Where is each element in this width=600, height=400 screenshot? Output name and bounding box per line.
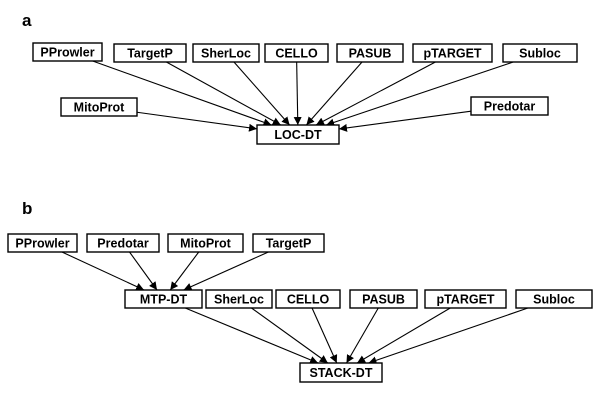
node-targetp-a: TargetP (113, 43, 187, 63)
node-locdt-a: LOC-DT (256, 124, 340, 145)
node-predotar-b: Predotar (86, 233, 160, 253)
node-subloc-b: Subloc (515, 289, 593, 309)
arrow-b_cello-to-b_stackdt (311, 307, 338, 364)
arrow-a_subloc-to-a_locdt (326, 61, 514, 127)
arrow-a_targetp-to-a_locdt (166, 61, 282, 126)
node-locdt-a-box (256, 124, 340, 145)
arrow-a_cello-to-a_locdt (293, 61, 302, 126)
node-targetp-b-box (252, 233, 325, 253)
node-sherloc-a-label: SherLoc (201, 47, 251, 61)
node-pprowler-b-label: PProwler (15, 237, 69, 251)
node-stackdt-b-label: STACK-DT (310, 366, 373, 380)
arrow-a_ptarget-to-a_locdt (315, 61, 436, 126)
panel-a: a PProwler TargetP SherLoc CELLO PASUB p… (22, 11, 578, 145)
arrow-b_targetp-to-b_mtpdt (183, 251, 269, 291)
node-predotar-a: Predotar (470, 96, 549, 116)
panel-a-edges (92, 60, 514, 132)
node-cello-a-box (264, 43, 329, 63)
node-mitoprot-b: MitoProt (167, 233, 244, 253)
node-mtpdt-b-label: MTP-DT (140, 293, 188, 307)
arrow-b_pprowler-to-b_mtpdt (61, 251, 145, 291)
node-ptarget-a-box (412, 43, 493, 63)
node-mitoprot-b-label: MitoProt (180, 237, 232, 251)
node-cello-b: CELLO (275, 289, 341, 309)
arrow-b_ptarget-to-b_stackdt (356, 307, 451, 364)
node-stackdt-b-box (299, 362, 383, 383)
node-predotar-b-box (86, 233, 160, 253)
node-ptarget-b-label: pTARGET (436, 293, 494, 307)
node-pasub-a-label: PASUB (349, 47, 392, 61)
node-sherloc-b-label: SherLoc (214, 293, 264, 307)
node-subloc-a: Subloc (502, 43, 578, 63)
node-targetp-a-label: TargetP (127, 47, 173, 61)
node-cello-a-label: CELLO (275, 47, 318, 61)
arrow-a_pasub-to-a_locdt (305, 61, 363, 126)
node-sherloc-a-box (192, 43, 260, 63)
node-stackdt-b: STACK-DT (299, 362, 383, 383)
node-targetp-a-box (113, 43, 187, 63)
node-pprowler-a: PProwler (32, 42, 103, 62)
arrow-a_pprowler-to-a_locdt (92, 60, 272, 127)
node-subloc-a-box (502, 43, 578, 63)
node-pasub-b-label: PASUB (362, 293, 405, 307)
node-pprowler-a-box (32, 42, 103, 62)
node-subloc-b-box (515, 289, 593, 309)
arrow-b_subloc-to-b_stackdt (368, 307, 529, 365)
node-pprowler-a-label: PProwler (40, 46, 94, 60)
node-pprowler-b-box (7, 233, 78, 253)
node-pasub-a: PASUB (336, 43, 404, 63)
node-subloc-b-label: Subloc (533, 293, 575, 307)
node-pprowler-b: PProwler (7, 233, 78, 253)
node-pasub-b: PASUB (349, 289, 418, 309)
node-mitoprot-a-label: MitoProt (74, 101, 126, 115)
node-locdt-a-label: LOC-DT (274, 128, 322, 142)
node-mtpdt-b: MTP-DT (124, 289, 203, 309)
node-targetp-b: TargetP (252, 233, 325, 253)
node-predotar-b-label: Predotar (97, 237, 149, 251)
node-ptarget-b-box (424, 289, 507, 309)
arrow-a_predotar-to-a_locdt (338, 110, 472, 132)
panel-b: b PProwler Predotar MitoProt TargetP MTP… (7, 199, 593, 383)
node-ptarget-b: pTARGET (424, 289, 507, 309)
node-pasub-a-box (336, 43, 404, 63)
node-mitoprot-a-box (60, 97, 138, 117)
node-predotar-a-label: Predotar (484, 100, 536, 114)
arrow-b_mitoprot-to-b_mtpdt (169, 251, 200, 291)
panel-a-label: a (22, 11, 32, 30)
node-sherloc-b-box (205, 289, 273, 309)
node-sherloc-b: SherLoc (205, 289, 273, 309)
node-mitoprot-a: MitoProt (60, 97, 138, 117)
node-mitoprot-b-box (167, 233, 244, 253)
panel-b-label: b (22, 199, 32, 218)
node-cello-b-box (275, 289, 341, 309)
arrow-a_mitoprot-to-a_locdt (136, 111, 258, 132)
node-targetp-b-label: TargetP (266, 237, 312, 251)
arrow-b_predotar-to-b_mtpdt (129, 251, 158, 291)
node-subloc-a-label: Subloc (519, 47, 561, 61)
node-cello-b-label: CELLO (287, 293, 330, 307)
node-pasub-b-box (349, 289, 418, 309)
arrow-a_sherloc-to-a_locdt (233, 61, 291, 126)
node-ptarget-a-label: pTARGET (423, 47, 481, 61)
node-sherloc-a: SherLoc (192, 43, 260, 63)
node-mtpdt-b-box (124, 289, 203, 309)
node-predotar-a-box (470, 96, 549, 116)
arrow-b_sherloc-to-b_stackdt (251, 307, 329, 364)
arrow-b_pasub-to-b_stackdt (346, 307, 379, 364)
node-cello-a: CELLO (264, 43, 329, 63)
node-ptarget-a: pTARGET (412, 43, 493, 63)
arrow-b_mtpdt-to-b_stackdt (185, 307, 319, 364)
panel-b-edges (61, 251, 529, 365)
